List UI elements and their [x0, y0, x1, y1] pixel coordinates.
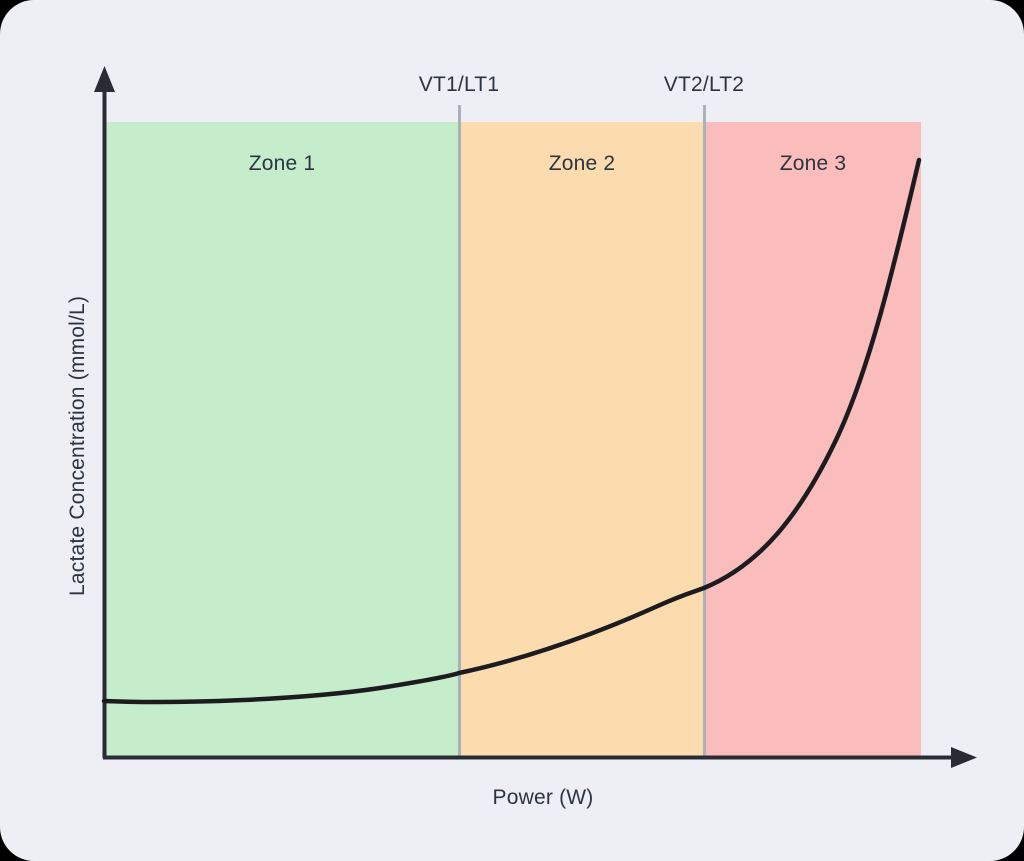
x-axis-title: Power (W) [492, 786, 594, 809]
threshold-vt2-label: VT2/LT2 [663, 73, 745, 96]
zone-1-label: Zone 1 [248, 152, 316, 175]
threshold-vt1-label: VT1/LT1 [418, 73, 500, 96]
zone-2-band [459, 122, 704, 757]
lactate-curve [101, 157, 922, 705]
y-axis-title: Lactate Concentration (mmol/L) [66, 295, 89, 596]
x-axis-arrowhead [951, 747, 977, 768]
zone-3-band [704, 122, 921, 757]
y-axis-arrowhead [94, 66, 115, 92]
zone-3-label: Zone 3 [779, 152, 847, 175]
zone-2-label: Zone 2 [548, 152, 616, 175]
zone-1-band [104, 122, 459, 757]
